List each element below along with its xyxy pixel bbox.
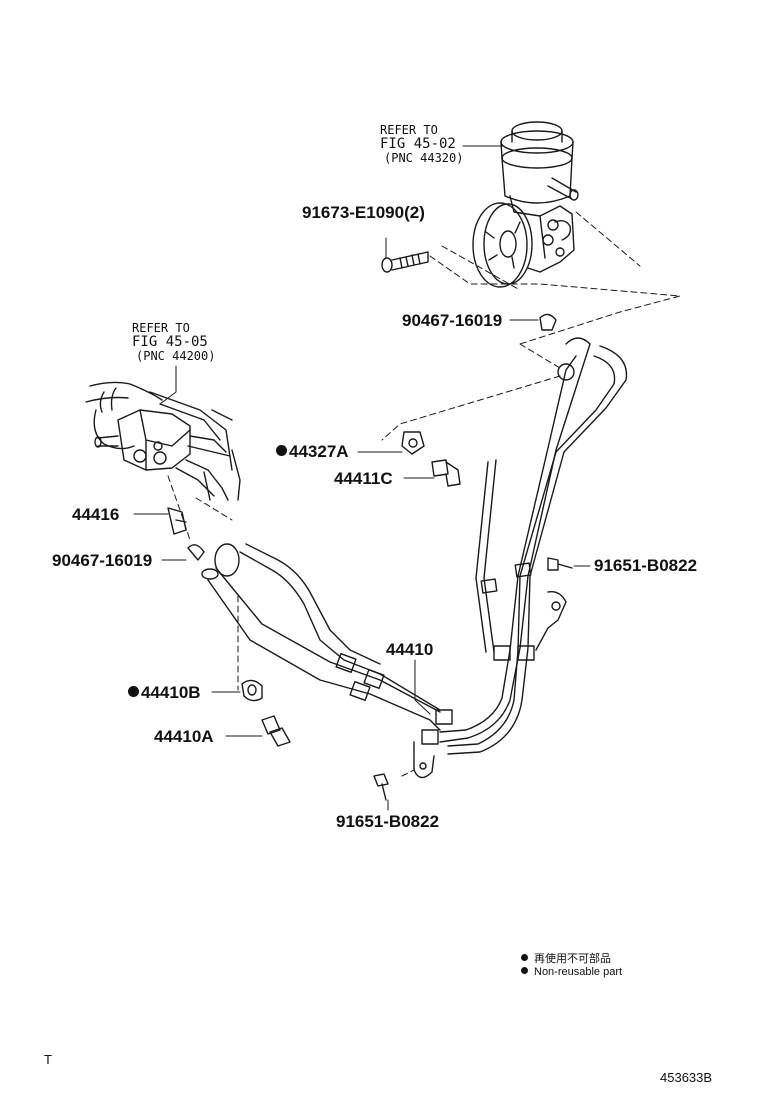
part-label-90467-16019-upper[interactable]: 90467-16019: [402, 311, 503, 330]
power-steering-pump-illustration: [472, 121, 579, 288]
part-label-44411c[interactable]: 44411C: [334, 469, 393, 488]
reference-figure-number: FIG 45-02: [380, 135, 456, 152]
part-label-91673-e1090[interactable]: 91673-E1090(2): [302, 203, 425, 222]
legend-english-text: Non-reusable part: [534, 966, 623, 978]
hose-tube-assembly: [201, 337, 628, 779]
steering-gear-illustration: [85, 381, 241, 501]
reference-pnc: (PNC 44200): [136, 349, 216, 364]
reference-fig-45-02: REFER TO FIG 45-02 (PNC 44320): [380, 124, 463, 165]
corner-mark: T: [44, 1052, 52, 1067]
leader-lines: [133, 145, 591, 811]
legend-english: Non-reusable part: [521, 966, 622, 978]
part-number: 44327A: [289, 442, 349, 461]
part-label-44410a[interactable]: 44410A: [154, 727, 214, 746]
part-label-44410b[interactable]: 44410B: [128, 684, 201, 701]
part-label-91651-b0822-lower[interactable]: 91651-B0822: [336, 812, 440, 831]
part-number: 44410B: [141, 683, 201, 702]
reference-figure-number: FIG 45-05: [132, 333, 208, 350]
legend-japanese-text: 再使用不可部品: [534, 953, 611, 965]
reference-line-1: REFER TO: [380, 123, 438, 137]
non-reusable-marker: [128, 686, 139, 697]
small-parts: [167, 251, 575, 801]
non-reusable-marker: [276, 445, 287, 456]
reference-fig-45-05: REFER TO FIG 45-05 (PNC 44200): [132, 322, 215, 363]
reference-pnc: (PNC 44320): [384, 151, 464, 166]
diagram-id: 453633B: [660, 1070, 713, 1085]
part-label-44327a[interactable]: 44327A: [276, 443, 349, 460]
legend-dot: [521, 954, 528, 961]
legend-japanese: 再使用不可部品: [521, 950, 611, 966]
part-label-90467-16019-lower[interactable]: 90467-16019: [52, 551, 153, 570]
legend-dot: [521, 967, 528, 974]
reference-line-1: REFER TO: [132, 321, 190, 335]
dashed-alignment-lines: [167, 211, 681, 777]
part-label-91651-b0822-right[interactable]: 91651-B0822: [594, 556, 698, 575]
part-label-44416[interactable]: 44416: [72, 505, 120, 524]
part-label-44410[interactable]: 44410: [386, 640, 434, 659]
